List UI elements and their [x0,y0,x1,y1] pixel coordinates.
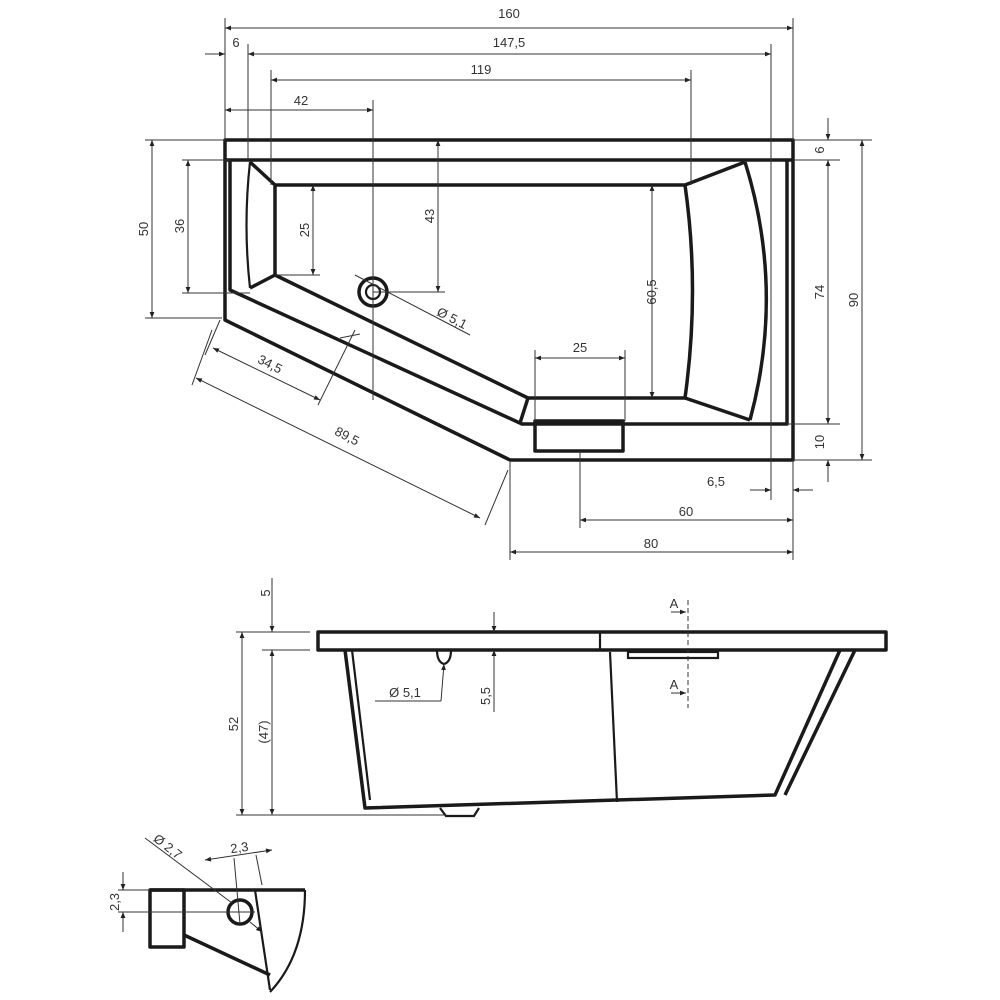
dim-drain-diameter: Ø 5,1 [434,304,469,332]
dim-diag-long: 89,5 [332,424,361,449]
dim-inner-width: 74 [812,285,827,299]
drain-outlet [439,807,480,818]
section-label-top: A [670,596,679,611]
overflow-hole [435,649,453,666]
side-view-dimension-lines [236,578,689,816]
overflow-panel [533,419,625,453]
dim-overflow-pos: 60 [679,504,693,519]
dim-straight-front: 80 [644,536,658,551]
dim-overflow-height: 5,5 [478,687,493,705]
dim-left-inner: 36 [172,219,187,233]
dim-rim-thickness: 5 [258,589,273,596]
dim-overflow-diameter: Ø 5,1 [389,685,421,700]
dim-overall-length: 160 [498,6,520,21]
dim-drain-depth: 43 [422,209,437,223]
detail-dimension-labels: Ø 2,7 2,3 2,3 [107,831,249,911]
dim-hole-offset-y: 2,3 [107,893,122,911]
dim-overall-height: 52 [226,717,241,731]
dim-rim-right: 6,5 [707,474,725,489]
dim-inner-length: 147,5 [493,35,526,50]
dim-inner-height: (47) [256,720,271,743]
dim-rim-top: 6 [812,146,827,153]
dim-left-width: 50 [136,222,151,236]
top-view-outline [223,138,795,462]
dim-basin-length: 119 [471,62,492,77]
dim-overflow-width: 25 [573,340,587,355]
dim-diag-short: 34,5 [255,352,284,377]
top-view-dimension-lines [145,18,872,560]
dim-hole-diameter: Ø 2,7 [151,831,185,862]
detail-dimension-lines [118,837,273,933]
dim-basin-left: 25 [297,223,312,237]
side-view-dimension-labels: 5 52 (47) 5,5 Ø 5,1 A A [226,589,679,743]
section-label-bottom: A [670,677,679,692]
overflow-slot [626,650,720,660]
dim-drain-offset: 42 [294,93,308,108]
dim-overall-width: 90 [846,293,861,307]
dim-basin-right: 60,5 [644,279,659,304]
dim-rim-bottom: 10 [812,435,827,449]
detail-section-outline [148,888,307,993]
dim-rim-left: 6 [232,35,239,50]
dim-hole-offset-x: 2,3 [229,839,249,856]
side-view-outline [316,630,888,818]
top-view-dimension-labels: 160 6 147,5 119 42 25 6,5 60 80 50 36 25… [136,6,861,551]
